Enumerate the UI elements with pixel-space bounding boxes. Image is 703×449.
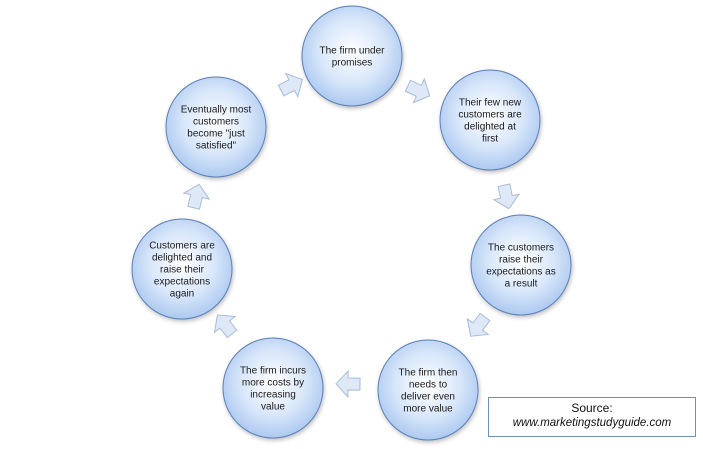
node-text-line: The firm incurs: [240, 366, 306, 377]
node-circle: [439, 69, 541, 171]
node-text-line: satisfied": [196, 141, 237, 152]
node-text-line: increasing: [250, 390, 296, 401]
node-circle: [165, 76, 267, 178]
cycle-arrow: [213, 314, 238, 339]
node-text-line: expectations as: [486, 267, 556, 278]
cycle-arrow: [277, 72, 304, 98]
arrow-shape: [213, 314, 238, 339]
cycle-arrow: [492, 183, 521, 210]
arrow-shape: [277, 72, 304, 98]
node-text-line: Eventually most: [181, 105, 252, 116]
node-text-line: become "just: [187, 129, 245, 140]
node-text-line: more value: [403, 404, 453, 415]
source-url: www.marketingstudyguide.com: [512, 417, 672, 429]
arrow-shape: [492, 183, 521, 210]
node-text-line: delighted at: [464, 122, 516, 133]
source-label: Source:: [571, 401, 613, 415]
node-circle: [301, 5, 403, 107]
node-text-line: Customers are: [149, 241, 215, 252]
cycle-arrow: [466, 312, 491, 337]
node-circle: [222, 337, 324, 439]
arrow-shape: [182, 183, 211, 210]
node-text-line: delighted and: [152, 253, 212, 264]
node-text-line: first: [482, 134, 498, 145]
cycle-arrow: [404, 77, 431, 104]
arrow-shape: [335, 369, 361, 399]
node-text-line: promises: [332, 58, 373, 69]
node-text-line: The firm under: [319, 46, 385, 57]
node-text-line: Their few new: [459, 98, 522, 109]
node-text-line: more costs by: [242, 378, 304, 389]
node-circle: [131, 218, 233, 320]
arrow-shape: [466, 312, 491, 337]
node-text-line: customers are: [458, 110, 522, 121]
node-circle: [470, 214, 572, 316]
node-text-line: raise their: [160, 265, 205, 276]
node-text-line: expectations: [154, 277, 210, 288]
node-text-line: The customers: [488, 243, 554, 254]
node-text-line: a result: [505, 279, 538, 290]
arrows-layer: [182, 72, 521, 399]
source-box: Source: www.marketingstudyguide.com: [488, 397, 696, 437]
node-text-line: raise their: [499, 255, 544, 266]
node-text-line: needs to: [409, 380, 448, 391]
node-text-line: again: [170, 289, 194, 300]
node-text-line: customers: [193, 117, 239, 128]
cycle-arrow: [182, 183, 211, 210]
cycle-arrow: [335, 369, 361, 399]
arrow-shape: [404, 77, 431, 104]
node-text-line: The firm then: [399, 368, 458, 379]
node-text-line: deliver even: [401, 392, 455, 403]
node-text-line: value: [261, 402, 285, 413]
node-circle: [377, 339, 479, 441]
